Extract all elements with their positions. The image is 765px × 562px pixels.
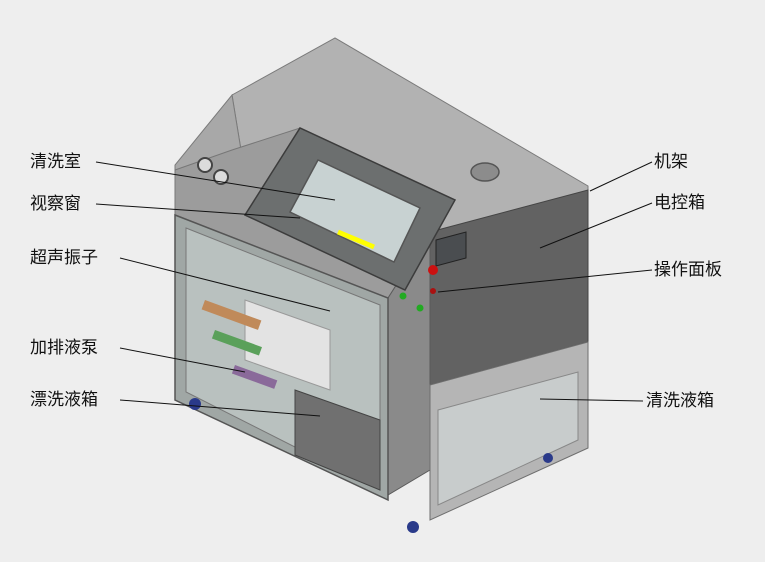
green-button-1: [399, 292, 407, 300]
wheel-front-left: [189, 398, 201, 410]
pump-pipe-c: [231, 365, 278, 389]
leader-viewing-window: [95, 203, 301, 219]
label-operation-panel: 操作面板: [654, 260, 722, 280]
viewing-window-glass: [288, 159, 422, 264]
red-button: [428, 265, 438, 275]
machine-illustration: [174, 37, 589, 533]
viewing-window-yellow-bar: [337, 229, 375, 250]
label-cleaning-chamber: 清洗室: [30, 152, 81, 172]
label-ultrasonic-transducer: 超声振子: [30, 248, 98, 268]
leader-control-box: [539, 202, 653, 249]
leader-operation-panel: [437, 269, 653, 293]
leader-dosing-drain-pump: [119, 347, 246, 373]
leader-cleaning-chamber: [95, 161, 336, 201]
green-button-2: [416, 304, 424, 312]
rinse-tank-box: [294, 389, 381, 491]
gauge-1: [197, 157, 213, 173]
leader-lines: [95, 161, 653, 417]
cleaning-tank-window: [437, 371, 579, 506]
label-control-box: 电控箱: [654, 193, 705, 213]
wheel-front-center: [407, 521, 419, 533]
wheel-rear-right: [543, 453, 553, 463]
top-port: [470, 162, 500, 182]
label-frame: 机架: [654, 152, 688, 172]
gauge-2: [213, 169, 229, 185]
label-viewing-window: 视察窗: [30, 194, 81, 214]
leader-rinse-tank: [119, 399, 321, 417]
leader-frame: [589, 161, 653, 192]
operation-panel-screen: [435, 231, 467, 267]
leader-cleaning-tank: [539, 398, 644, 402]
label-rinse-tank: 漂洗液箱: [30, 390, 98, 410]
transducer-block: [244, 299, 331, 391]
leader-ultrasonic-transducer: [119, 257, 331, 312]
pump-pipe-a: [201, 300, 262, 330]
label-dosing-drain-pump: 加排液泵: [30, 338, 98, 358]
pump-pipe-b: [211, 330, 262, 356]
red-indicator: [430, 288, 436, 294]
label-cleaning-tank: 清洗液箱: [646, 391, 714, 411]
